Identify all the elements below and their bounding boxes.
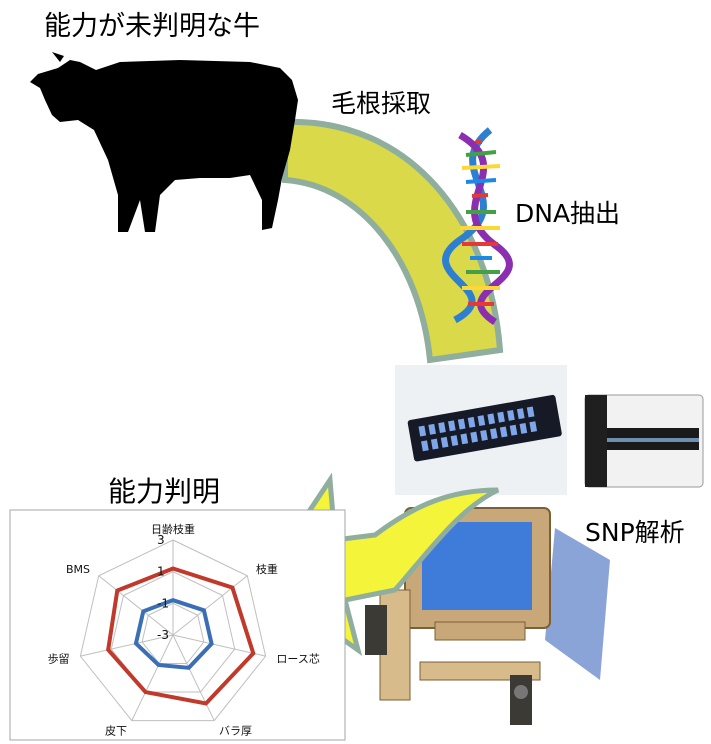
dna-helix-icon xyxy=(442,127,513,325)
snp-analysis-label: SNP解析 xyxy=(585,518,685,547)
radar-series-1 xyxy=(106,566,256,706)
process-arc xyxy=(282,118,504,364)
radar-axis-label: BMS xyxy=(66,563,90,576)
radar-tick-label: 3 xyxy=(157,533,165,547)
radar-axis-label: 歩留 xyxy=(48,652,70,666)
radar-spoke xyxy=(172,575,248,636)
radar-tick-label: -1 xyxy=(157,596,169,610)
radar-grid xyxy=(79,539,267,722)
radar-axis-label: ロース芯 xyxy=(276,652,319,666)
radar-spoke xyxy=(80,634,174,657)
radar-tick-label: 1 xyxy=(157,565,165,579)
cow-silhouette-icon xyxy=(30,52,298,232)
radar-spoke xyxy=(172,634,215,721)
hair-sampling-label: 毛根採取 xyxy=(331,89,432,118)
radar-grid-ring xyxy=(141,602,205,665)
scanner-device-icon xyxy=(584,394,704,488)
radar-tick-label: -3 xyxy=(157,628,169,642)
radar-spoke xyxy=(131,634,174,721)
dna-extraction-label: DNA抽出 xyxy=(515,199,621,228)
radar-series xyxy=(106,566,256,706)
radar-spoke xyxy=(98,575,174,636)
radar-axis-label: 皮下 xyxy=(105,725,127,738)
radar-grid-ring xyxy=(110,571,236,693)
radar-tick-labels: 3 1 -1 -3 xyxy=(157,533,169,642)
radar-axis-label: 日齢枝重 xyxy=(151,522,195,536)
unknown-cattle-title: 能力が未判明な牛 xyxy=(44,11,260,42)
ability-result-title: 能力判明 xyxy=(108,475,221,508)
computer-icon xyxy=(365,507,610,725)
chart-frame xyxy=(9,509,346,741)
snp-chip-photo xyxy=(395,365,567,495)
radar-series-2 xyxy=(133,598,214,670)
radar-axis-label: 枝重 xyxy=(256,562,278,576)
radar-spoke xyxy=(172,634,266,657)
radar-grid-ring xyxy=(79,539,267,722)
radar-axis-label: バラ厚 xyxy=(219,725,252,738)
